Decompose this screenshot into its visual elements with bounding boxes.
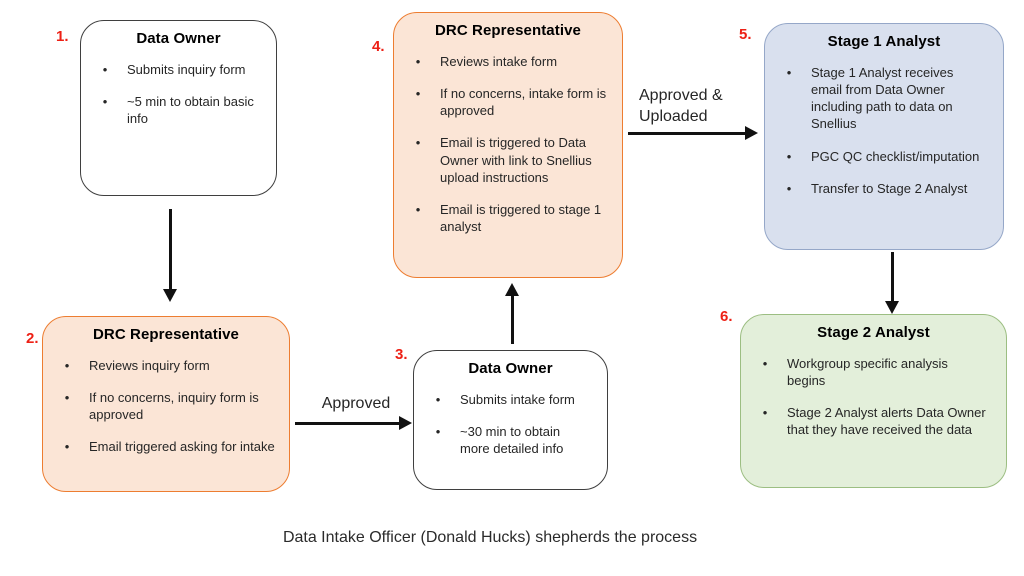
arrow-step1-to-step2-head-icon [163,289,177,302]
box-drc-representative-2: DRC Representative • Reviews intake form … [393,12,623,278]
box-data-owner-1: Data Owner • Submits inquiry form • ~5 min… [80,20,277,196]
bullet-text: Reviews inquiry form [89,358,210,373]
box-title: Stage 1 Analyst [827,33,941,50]
caption: Data Intake Officer (Donald Hucks) sheph… [282,529,698,546]
box-title: DRC Representative [434,22,581,39]
bullet-text: Stage 2 Analyst alerts Data Owner that t… [787,405,986,438]
bullet-item: • Email triggered asking for intake [60,438,289,455]
bullet-item: • Stage 2 Analyst alerts Data Owner that … [758,404,1006,438]
bullet-text: Email triggered asking for intake [89,439,275,455]
bullet-marker: • [64,390,70,406]
arrow-step1-to-step2-line [169,209,172,289]
bullet-marker: • [435,392,441,407]
bullet-marker: • [415,54,421,69]
bullet-text: PGC QC checklist/imputation [811,148,980,164]
box-drc-representative-1: DRC Representative • Reviews inquiry form… [42,316,290,492]
step-number-1: 1. [56,28,69,45]
box-title: Stage 2 Analyst [817,324,930,341]
bullet-text: Email is triggered to stage 1 analyst [440,201,602,235]
step-number-6: 6. [720,308,733,325]
bullet-text: Email is triggered to Data Owner with li… [440,135,592,185]
arrow-label-approved: Approved [321,395,391,412]
bullet-marker: • [786,65,792,80]
bullet-item: • Email is triggered to Data Owner with l… [411,134,622,185]
bullet-list: • Workgroup specific analysis begins • Sta… [741,355,1006,439]
arrow-step4-to-step5-head-icon [745,126,758,140]
box-stage2-analyst: Stage 2 Analyst • Workgroup specific anal… [740,314,1007,488]
bullet-item: • ~5 min to obtain basic info [98,93,276,127]
bullet-item: • Submits inquiry form [98,61,276,78]
bullet-marker: • [64,358,70,373]
bullet-item: • Transfer to Stage 2 Analyst [782,180,1003,197]
bullet-marker: • [64,439,70,455]
arrow-step2-to-step3-line [295,422,399,425]
bullet-item: • Stage 1 Analyst receives email from Dat… [782,64,1003,133]
arrow-step3-to-step4-line [511,295,514,344]
bullet-list: • Stage 1 Analyst receives email from Dat… [765,64,1003,197]
bullet-marker: • [415,86,421,102]
box-title: Data Owner [468,360,553,377]
arrow-step2-to-step3-head-icon [399,416,412,430]
bullet-marker: • [415,201,421,217]
bullet-item: • Reviews intake form [411,53,622,70]
step-number-3: 3. [395,346,408,363]
bullet-text: Reviews intake form [440,54,558,69]
box-stage1-analyst: Stage 1 Analyst • Stage 1 Analyst receive… [764,23,1004,250]
bullet-text: If no concerns, inquiry form is approved [89,390,259,423]
bullet-text: Stage 1 Analyst receives email from Data… [811,65,954,132]
bullet-list: • Reviews intake form • If no concerns, in… [394,53,622,235]
arrow-step5-to-step6-line [891,252,894,301]
bullet-marker: • [786,148,792,164]
bullet-marker: • [762,356,768,371]
bullet-item: • Email is triggered to stage 1 analyst [411,201,622,235]
bullet-text: Submits intake form [460,392,575,407]
bullet-list: • Submits intake form • ~30 min to obtain … [414,391,607,457]
bullet-item: • PGC QC checklist/imputation [782,148,1003,165]
bullet-item: • Reviews inquiry form [60,357,289,374]
box-title: DRC Representative [92,326,239,343]
bullet-list: • Submits inquiry form • ~5 min to obtain … [81,61,276,127]
bullet-text: Transfer to Stage 2 Analyst [811,180,968,196]
bullet-marker: • [102,94,108,110]
bullet-text: ~5 min to obtain basic info [127,94,254,127]
bullet-item: • Submits intake form [431,391,607,408]
bullet-text: ~30 min to obtain more detailed info [460,424,564,457]
step-number-2: 2. [26,330,39,347]
bullet-text: Submits inquiry form [127,62,246,77]
bullet-item: • ~30 min to obtain more detailed info [431,423,607,457]
box-data-owner-2: Data Owner • Submits intake form • ~30 min… [413,350,608,490]
bullet-item: • Workgroup specific analysis begins [758,355,1006,389]
bullet-marker: • [415,135,421,151]
bullet-marker: • [762,405,768,421]
step-number-5: 5. [739,26,752,43]
bullet-text: Workgroup specific analysis begins [787,356,948,389]
box-title: Data Owner [136,30,221,47]
bullet-text: If no concerns, intake form is approved [440,86,607,119]
arrow-label-approved-uploaded: Approved & Uploaded [639,87,723,125]
bullet-list: • Reviews inquiry form • If no concerns, i… [43,357,289,456]
bullet-marker: • [435,424,441,440]
arrow-step5-to-step6-head-icon [885,301,899,314]
arrow-step3-to-step4-head-icon [505,283,519,296]
bullet-item: • If no concerns, inquiry form is approve… [60,389,289,423]
step-number-4: 4. [372,38,385,55]
bullet-marker: • [786,180,792,196]
arrow-step4-to-step5-line [628,132,745,135]
bullet-item: • If no concerns, intake form is approved [411,85,622,119]
bullet-marker: • [102,62,108,77]
